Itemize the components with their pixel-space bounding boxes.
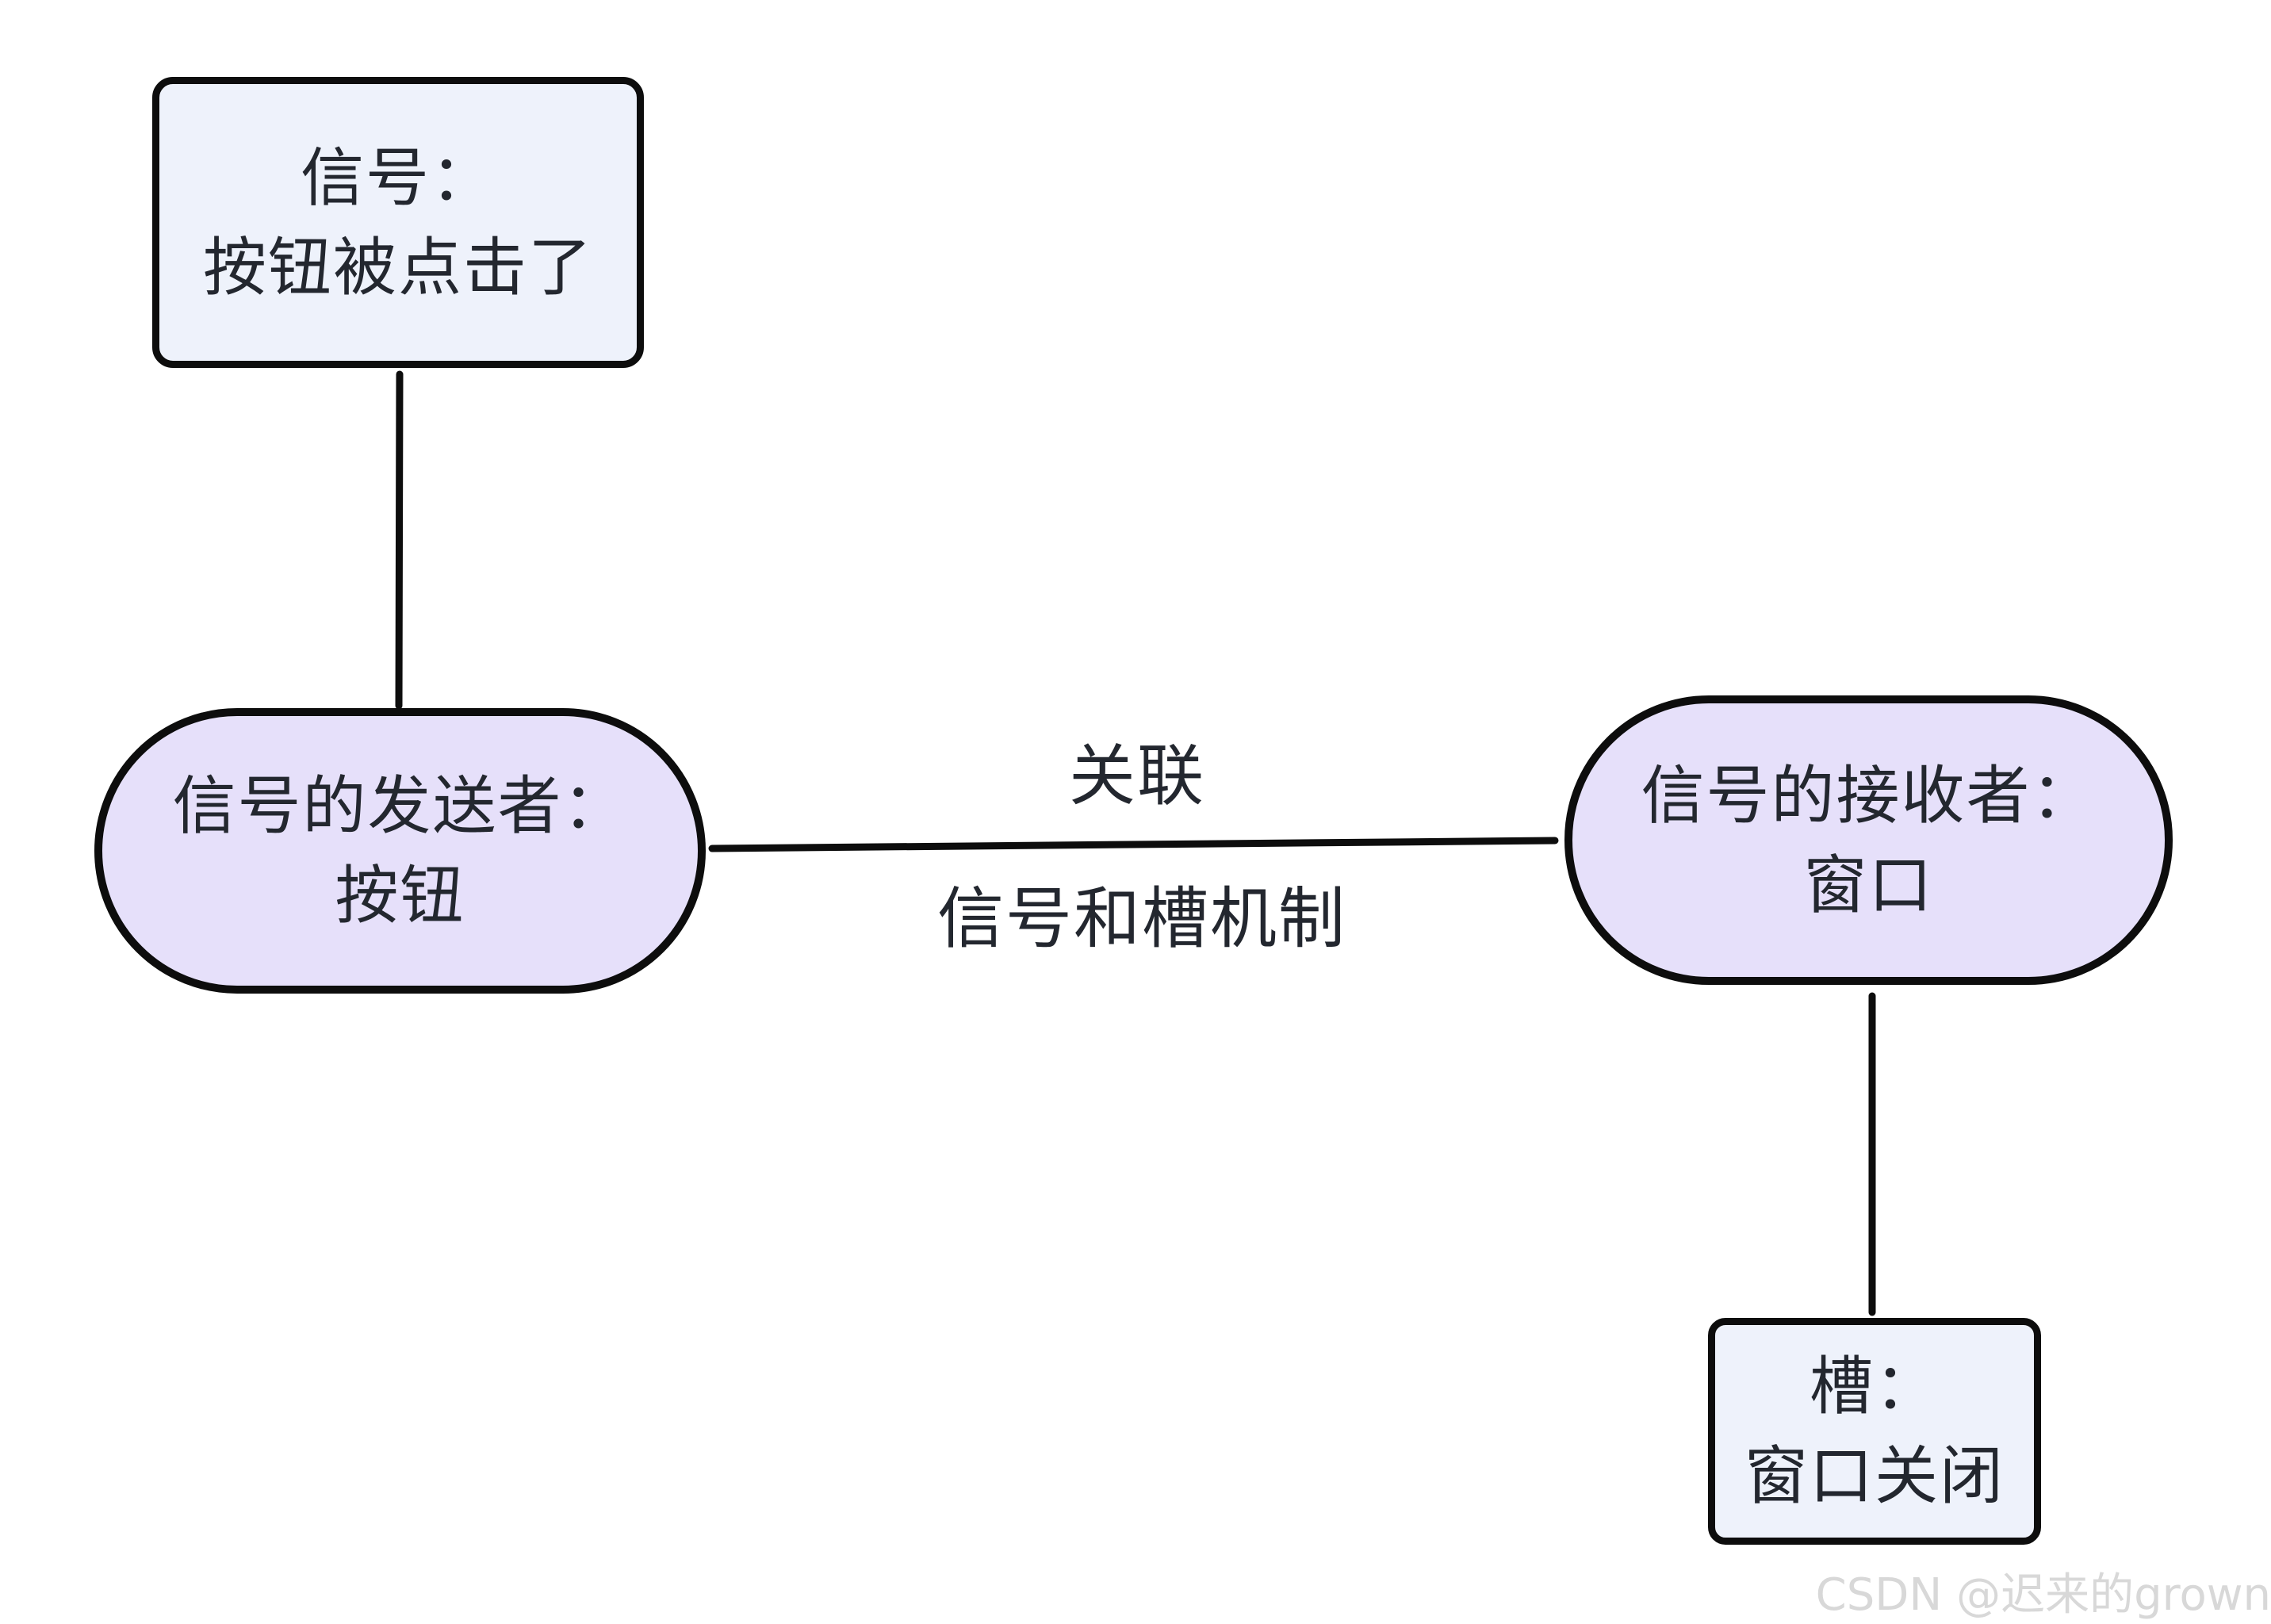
slot-node-title: 槽：: [1810, 1350, 1940, 1423]
slot-node: 槽： 窗口关闭: [1708, 1318, 2041, 1545]
sender-node: 信号的发送者： 按钮: [94, 708, 706, 994]
association-connector: [708, 837, 1559, 852]
signal-node: 信号： 按钮被点击了: [152, 77, 644, 368]
sender-node-title: 信号的发送者：: [172, 769, 628, 843]
receiver-node-title: 信号的接收者：: [1641, 758, 2097, 833]
receiver-node: 信号的接收者： 窗口: [1564, 695, 2173, 985]
watermark: CSDN @迟来的grown: [1815, 1569, 2271, 1621]
receiver-node-detail: 窗口: [1803, 848, 1934, 922]
mechanism-label: 信号和槽机制: [936, 879, 1347, 958]
signal-node-detail: 按钮被点击了: [203, 230, 593, 304]
signal-sender-connector: [395, 370, 404, 710]
association-label: 关联: [1068, 737, 1206, 815]
signal-node-title: 信号：: [301, 140, 496, 215]
sender-node-detail: 按钮: [335, 859, 465, 933]
slot-node-detail: 窗口关闭: [1744, 1439, 2005, 1513]
